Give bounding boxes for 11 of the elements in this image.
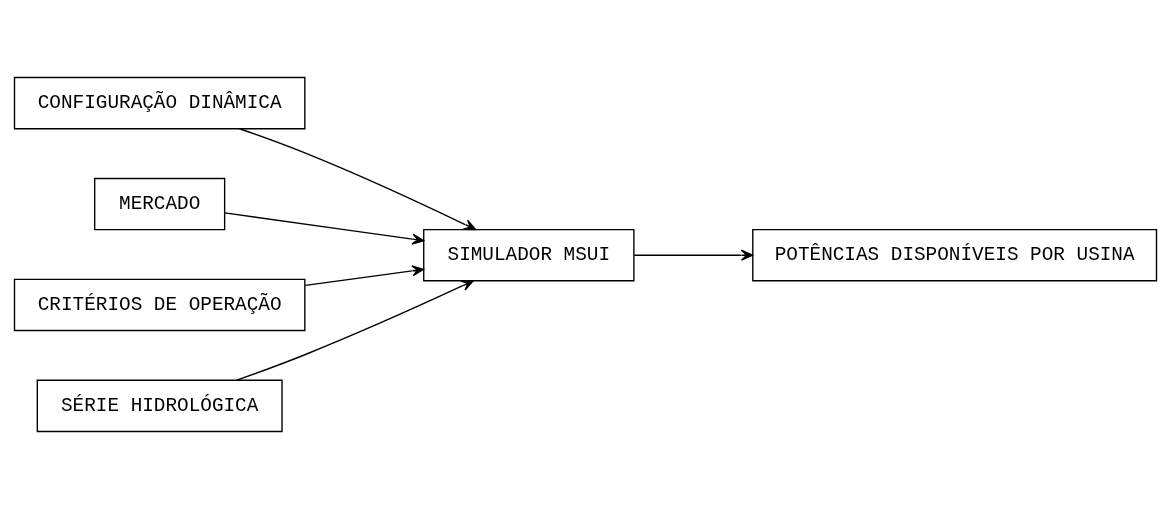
node-box: CRITÉRIOS DE OPERAÇÃO bbox=[13, 278, 306, 331]
node-box: CONFIGURAÇÃO DINÂMICA bbox=[13, 76, 306, 129]
node-box: SIMULADOR MSUI bbox=[423, 228, 635, 281]
arrow bbox=[304, 264, 425, 286]
node-box: MERCADO bbox=[94, 177, 226, 230]
node-box: SÉRIE HIDROLÓGICA bbox=[36, 379, 283, 432]
arrow bbox=[633, 249, 754, 261]
node-box: POTÊNCIAS DISPONÍVEIS POR USINA bbox=[752, 228, 1158, 281]
arrow bbox=[236, 279, 474, 381]
arrow bbox=[224, 211, 425, 245]
arrow bbox=[238, 127, 477, 230]
